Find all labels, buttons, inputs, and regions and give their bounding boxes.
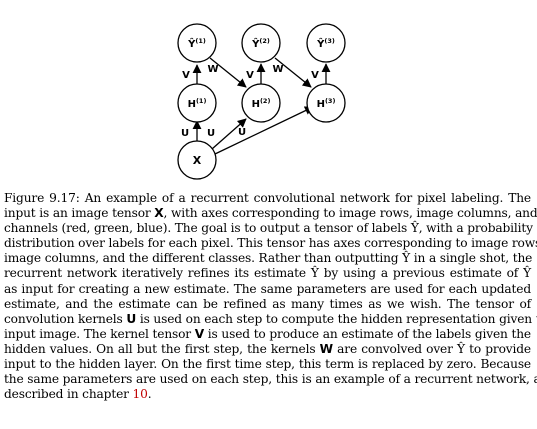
figure-caption: Figure 9.17: An example of a recurrent c…	[4, 191, 537, 402]
node-h1-label: H(1)	[188, 97, 207, 110]
caption-text: estimate, and the estimate can be refine…	[4, 296, 531, 311]
edge-y2-h3	[274, 57, 312, 88]
caption-line: distribution over labels for each pixel.…	[4, 236, 537, 251]
caption-line: input to the hidden layer. On the first …	[4, 357, 531, 372]
caption-text: convolution kernels	[4, 311, 127, 326]
caption-text: input to the hidden layer. On the first …	[4, 357, 531, 372]
node-y1-label: Ŷ(1)	[187, 37, 206, 50]
edge-label-u1: U	[181, 128, 189, 139]
caption-line: as input for creating a new estimate. Th…	[4, 282, 531, 297]
node-y2-label: Ŷ(2)	[251, 37, 270, 50]
caption-line: the same parameters are used on each ste…	[4, 372, 537, 387]
caption-text: as input for creating a new estimate. Th…	[4, 281, 531, 296]
node-y3-label: Ŷ(3)	[316, 37, 335, 50]
node-x	[177, 140, 217, 180]
caption-line: image columns, and the different classes…	[4, 251, 533, 266]
edge-label-w2: W	[272, 64, 283, 75]
caption-line: estimate, and the estimate can be refine…	[4, 297, 531, 312]
node-h1	[177, 83, 217, 123]
recurrent-network-diagram: Ŷ(1) Ŷ(2) Ŷ(3) H(1) H(2) H(3) X V W V W …	[177, 23, 346, 180]
caption-text: channels (red, green, blue). The goal is…	[4, 221, 533, 236]
caption-text: , with axes corresponding to image rows,…	[163, 206, 537, 221]
caption-text: hidden values. On all but the first step…	[4, 341, 320, 356]
node-h2-label: H(2)	[252, 97, 271, 110]
node-y2	[241, 23, 281, 63]
caption-line: input is an image tensor X, with axes co…	[4, 206, 537, 221]
caption-text: are convolved over Ŷ to provide	[332, 341, 531, 356]
edge-y1-h2	[209, 57, 247, 88]
edge-label-v1: V	[182, 70, 190, 81]
caption-text: described in chapter	[4, 387, 133, 402]
node-y1	[177, 23, 217, 63]
caption-text: .	[147, 387, 152, 402]
edge-label-u3: U	[238, 127, 246, 138]
caption-text: recurrent network iteratively refines it…	[4, 266, 531, 281]
caption-text: is used on each step to compute the hidd…	[136, 311, 537, 326]
caption-line: convolution kernels U is used on each st…	[4, 311, 537, 327]
edge-label-w1: W	[207, 64, 218, 75]
edge-label-v2: V	[246, 70, 254, 81]
bold-symbol: X	[154, 206, 164, 221]
node-x-label: X	[193, 154, 202, 167]
node-h3	[306, 83, 346, 123]
caption-text: Figure 9.17: An example of a recurrent c…	[4, 191, 531, 205]
caption-text: input image. The kernel tensor	[4, 326, 195, 341]
caption-line: Figure 9.17: An example of a recurrent c…	[4, 191, 531, 206]
caption-line: recurrent network iteratively refines it…	[4, 266, 531, 281]
caption-line: input image. The kernel tensor V is used…	[4, 327, 531, 342]
caption-text: image columns, and the different classes…	[4, 251, 533, 266]
node-h3-label: H(3)	[317, 97, 336, 110]
node-y3	[306, 23, 346, 63]
caption-line: described in chapter 10.	[4, 387, 531, 402]
edge-label-v3: V	[311, 70, 319, 81]
edges	[192, 57, 331, 155]
bold-symbol: U	[126, 311, 137, 326]
bold-symbol: W	[319, 341, 333, 356]
node-h2	[241, 83, 281, 123]
caption-text: input is an image tensor	[4, 206, 155, 221]
edge-x-h3	[214, 106, 314, 155]
caption-text: the same parameters are used on each ste…	[4, 372, 537, 387]
edge-x-h2	[211, 118, 247, 150]
caption-line: channels (red, green, blue). The goal is…	[4, 221, 533, 236]
edge-label-u2: U	[207, 128, 215, 139]
caption-line: hidden values. On all but the first step…	[4, 342, 531, 357]
chapter-reference-link[interactable]: 10	[132, 387, 148, 402]
bold-symbol: V	[194, 326, 205, 341]
caption-text: distribution over labels for each pixel.…	[4, 236, 537, 251]
caption-text: is used to produce an estimate of the la…	[204, 326, 531, 341]
